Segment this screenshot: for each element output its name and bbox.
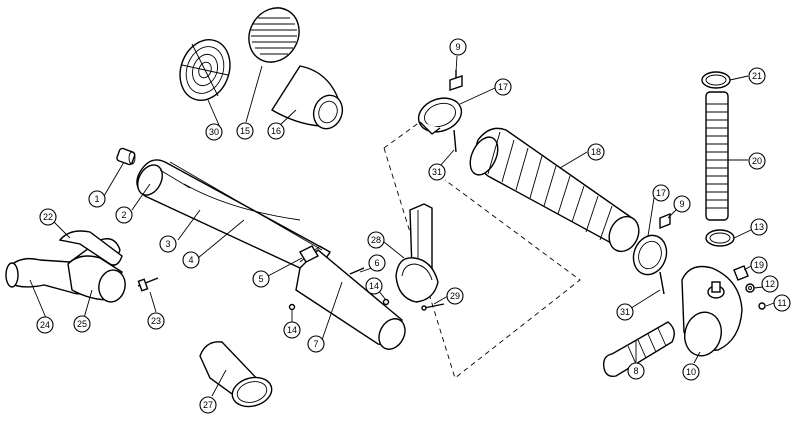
part-21-hose-clamp xyxy=(701,71,731,89)
part-6-screw xyxy=(349,267,365,275)
callout-31-right: 31 xyxy=(616,303,634,321)
part-27-sleeve xyxy=(199,341,273,408)
callout-28: 28 xyxy=(367,231,385,249)
part-28-bracket xyxy=(395,203,439,303)
part-23-bolt xyxy=(137,277,159,292)
svg-text:1: 1 xyxy=(94,194,99,204)
svg-text:22: 22 xyxy=(43,212,53,222)
svg-text:6: 6 xyxy=(374,258,379,268)
callout-2: 2 xyxy=(115,206,133,224)
part-12-washer xyxy=(745,283,755,293)
callout-18: 18 xyxy=(587,143,605,161)
callout-7: 7 xyxy=(307,335,325,353)
part-14-nut-b xyxy=(288,303,296,311)
callout-17-top: 17 xyxy=(494,78,512,96)
svg-text:4: 4 xyxy=(188,255,193,265)
svg-text:9: 9 xyxy=(679,199,684,209)
svg-text:30: 30 xyxy=(209,127,219,137)
svg-text:12: 12 xyxy=(765,279,775,289)
part-31-pin-top xyxy=(453,129,457,153)
svg-text:7: 7 xyxy=(313,339,318,349)
svg-text:16: 16 xyxy=(271,126,281,136)
part-14-nut-a xyxy=(382,298,390,306)
part-16-funnel xyxy=(271,65,344,130)
svg-text:14: 14 xyxy=(369,281,379,291)
svg-text:31: 31 xyxy=(432,167,442,177)
part-9-knob-top xyxy=(449,70,463,91)
svg-text:2: 2 xyxy=(121,210,126,220)
svg-text:24: 24 xyxy=(40,320,50,330)
callout-4: 4 xyxy=(182,251,200,269)
part-29-screw xyxy=(421,303,445,311)
svg-text:9: 9 xyxy=(455,42,460,52)
part-8-small-hose xyxy=(602,321,675,378)
svg-text:25: 25 xyxy=(77,319,87,329)
svg-text:14: 14 xyxy=(287,325,297,335)
callout-9-top: 9 xyxy=(449,38,467,56)
callout-16: 16 xyxy=(267,122,285,140)
callout-9-right: 9 xyxy=(673,195,691,213)
callout-15: 15 xyxy=(236,122,254,140)
part-18-corrugated-hose xyxy=(469,127,640,253)
callout-23: 23 xyxy=(147,312,165,330)
callout-22: 22 xyxy=(39,208,57,226)
callout-8: 8 xyxy=(627,362,645,380)
part-19-wing-screw xyxy=(733,265,749,281)
part-10-elbow xyxy=(681,265,743,357)
svg-text:29: 29 xyxy=(450,291,460,301)
svg-text:21: 21 xyxy=(752,71,762,81)
callout-20: 20 xyxy=(748,152,766,170)
callout-14-a: 14 xyxy=(365,277,383,295)
svg-text:18: 18 xyxy=(591,147,601,157)
callout-1: 1 xyxy=(88,190,106,208)
svg-text:17: 17 xyxy=(656,188,666,198)
part-20-vertical-hose xyxy=(705,91,729,221)
svg-text:28: 28 xyxy=(371,235,381,245)
svg-text:8: 8 xyxy=(633,366,638,376)
part-9-knob-right xyxy=(659,212,671,230)
part-1-cap xyxy=(116,147,136,166)
callout-6: 6 xyxy=(368,254,386,272)
svg-text:11: 11 xyxy=(777,298,786,308)
part-25-connector xyxy=(67,255,126,303)
callout-13: 13 xyxy=(750,218,768,236)
svg-text:10: 10 xyxy=(686,367,696,377)
svg-text:19: 19 xyxy=(754,260,764,270)
svg-text:3: 3 xyxy=(165,239,170,249)
svg-text:15: 15 xyxy=(240,126,250,136)
callout-12: 12 xyxy=(761,275,779,293)
callout-19: 19 xyxy=(750,256,768,274)
svg-text:13: 13 xyxy=(754,222,764,232)
svg-text:20: 20 xyxy=(752,156,762,166)
svg-text:5: 5 xyxy=(258,274,263,284)
callout-3: 3 xyxy=(159,235,177,253)
part-11-nut xyxy=(758,302,766,310)
callout-27: 27 xyxy=(199,396,217,414)
callout-24: 24 xyxy=(36,316,54,334)
callout-29: 29 xyxy=(446,287,464,305)
part-30-round-grille xyxy=(179,39,231,101)
svg-text:17: 17 xyxy=(498,82,508,92)
part-17-clamp-right xyxy=(632,234,668,276)
svg-text:23: 23 xyxy=(151,316,161,326)
part-13-hose-clamp xyxy=(705,229,735,247)
callout-21: 21 xyxy=(748,67,766,85)
callout-14-b: 14 xyxy=(283,321,301,339)
callout-11: 11 xyxy=(773,294,791,312)
svg-text:27: 27 xyxy=(203,400,213,410)
callout-25: 25 xyxy=(73,315,91,333)
part-5-clip xyxy=(299,245,319,263)
svg-text:31: 31 xyxy=(620,307,630,317)
part-17-clamp-top xyxy=(417,97,463,135)
callout-17-right: 17 xyxy=(652,184,670,202)
callout-10: 10 xyxy=(682,363,700,381)
callout-30: 30 xyxy=(205,123,223,141)
callout-31-top: 31 xyxy=(428,163,446,181)
callout-5: 5 xyxy=(252,270,270,288)
part-31-pin-right xyxy=(659,271,665,295)
part-15-slotted-grille xyxy=(248,7,300,63)
